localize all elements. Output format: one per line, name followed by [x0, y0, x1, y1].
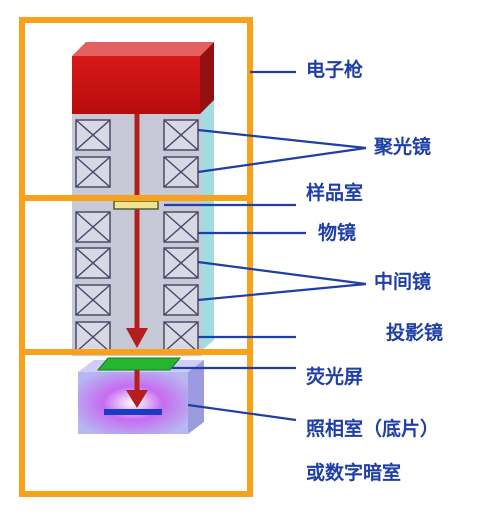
leader-lines — [164, 70, 367, 422]
lens-coil — [163, 284, 199, 316]
lens-coil — [75, 284, 111, 316]
electron-gun-top — [72, 42, 214, 56]
leader-intermediate-2 — [197, 282, 367, 302]
condenser-lens-group — [75, 119, 199, 188]
electron-gun-side — [200, 42, 214, 114]
lens-coil — [75, 211, 111, 243]
leader-condenser-1 — [197, 128, 367, 150]
leader-camera — [187, 403, 297, 422]
lens-coil — [75, 119, 111, 151]
lens-coil — [75, 247, 111, 279]
leader-intermediate-1 — [197, 260, 367, 286]
beam-arrow-icon — [126, 328, 148, 348]
specimen-holder — [113, 200, 159, 210]
lens-coil — [75, 321, 111, 353]
lens-coil — [163, 247, 199, 279]
lens-coil — [163, 119, 199, 151]
label-projector-lens: 投影镜 — [386, 322, 444, 344]
label-fluorescent-screen: 荧光屏 — [306, 366, 364, 388]
lens-coil — [163, 156, 199, 188]
fluorescent-screen — [96, 357, 182, 371]
label-electron-gun: 电子枪 — [306, 59, 364, 81]
label-digital-darkroom: 或数字暗室 — [306, 462, 402, 484]
film-plate — [104, 409, 162, 415]
label-intermediate-lens: 中间镜 — [374, 271, 432, 293]
leader-condenser-2 — [197, 146, 367, 174]
lens-coil — [75, 156, 111, 188]
image-arrow-icon — [126, 390, 148, 408]
camera-chamber-side — [188, 360, 204, 434]
intermediate-lens-group — [75, 247, 199, 316]
frame-bottom — [19, 349, 253, 497]
objective-lens-group — [75, 211, 199, 243]
camera-chamber — [78, 372, 188, 434]
label-sample-chamber: 样品室 — [306, 182, 364, 204]
lens-coil — [163, 321, 199, 353]
lens-coil — [163, 211, 199, 243]
label-objective-lens: 物镜 — [318, 222, 357, 244]
electron-gun — [72, 56, 200, 114]
label-camera-chamber: 照相室（底片） — [306, 418, 440, 440]
column-side-shadow — [200, 82, 214, 352]
label-condenser-lens: 聚光镜 — [374, 136, 432, 158]
